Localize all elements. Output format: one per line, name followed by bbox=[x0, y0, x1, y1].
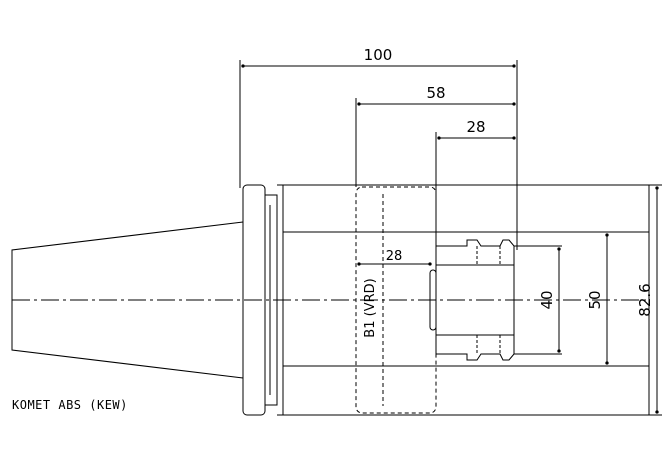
caption: KOMET ABS (KEW) bbox=[12, 398, 128, 412]
label-inner-diameter: 40 bbox=[538, 290, 556, 309]
label-length-to-bore: 58 bbox=[426, 84, 445, 102]
dimension-overall-length bbox=[239, 60, 518, 250]
label-pocket-diameter: 50 bbox=[586, 290, 604, 309]
label-bore: B1 (VRD) bbox=[363, 278, 378, 337]
label-bore-depth: 28 bbox=[466, 118, 485, 136]
dimension-pocket-diameter bbox=[560, 231, 610, 367]
dimension-outer-diameter bbox=[649, 184, 662, 416]
label-inner-depth: 28 bbox=[386, 249, 403, 264]
dimension-length-to-bore bbox=[355, 98, 516, 187]
dimension-bore-depth bbox=[435, 132, 516, 246]
dimension-inner-diameter bbox=[514, 245, 562, 355]
label-outer-diameter: 82.6 bbox=[636, 283, 654, 316]
label-overall-length: 100 bbox=[364, 46, 393, 64]
